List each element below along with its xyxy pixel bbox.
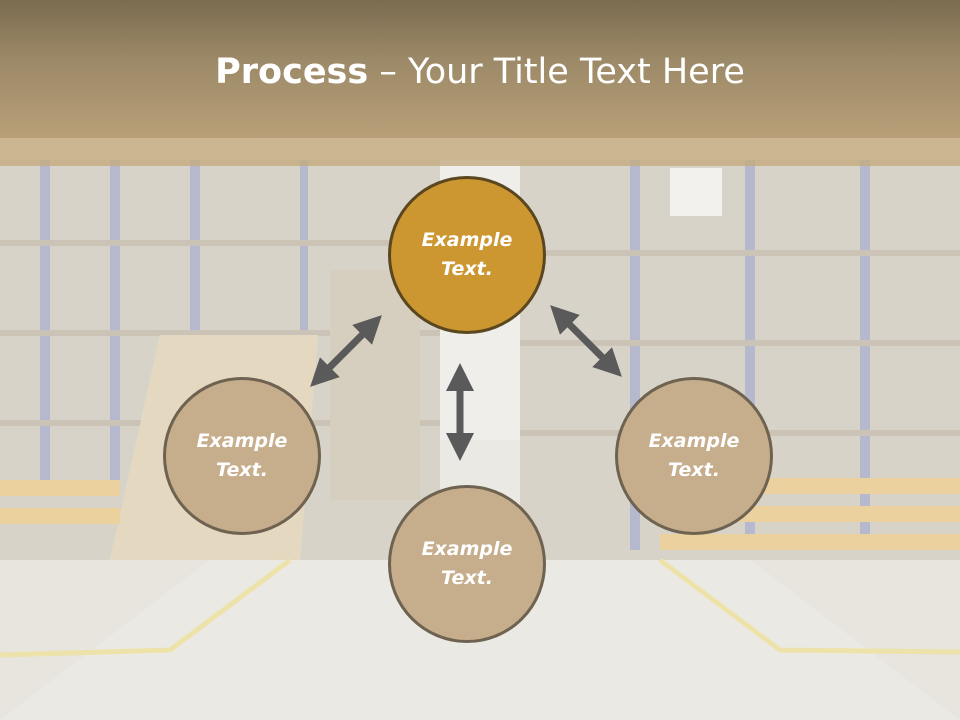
process-node-top-line2: Text. — [441, 258, 493, 280]
process-node-right-line2: Text. — [668, 459, 720, 481]
title-bar-band — [0, 138, 960, 166]
double-arrow-icon — [550, 305, 622, 377]
process-node-bottom: Example Text. — [388, 485, 546, 643]
process-node-bottom-line2: Text. — [441, 567, 493, 589]
process-node-bottom-line1: Example — [421, 538, 513, 560]
process-node-top-label: Example Text. — [407, 226, 527, 284]
process-node-right-line1: Example — [648, 430, 740, 452]
title-bar — [0, 0, 960, 138]
process-node-left-label: Example Text. — [182, 427, 302, 485]
slide-title-bold: Process — [215, 52, 369, 92]
process-node-left-line2: Text. — [216, 459, 268, 481]
double-arrow-icon — [310, 315, 382, 387]
slide-title: Process – Your Title Text Here — [0, 52, 960, 92]
slide-title-rest: – Your Title Text Here — [368, 52, 745, 92]
process-node-right: Example Text. — [615, 377, 773, 535]
process-node-bottom-label: Example Text. — [407, 535, 527, 593]
process-node-top: Example Text. — [388, 176, 546, 334]
process-node-right-label: Example Text. — [634, 427, 754, 485]
process-node-top-line1: Example — [421, 229, 513, 251]
process-node-left: Example Text. — [163, 377, 321, 535]
process-node-left-line1: Example — [196, 430, 288, 452]
